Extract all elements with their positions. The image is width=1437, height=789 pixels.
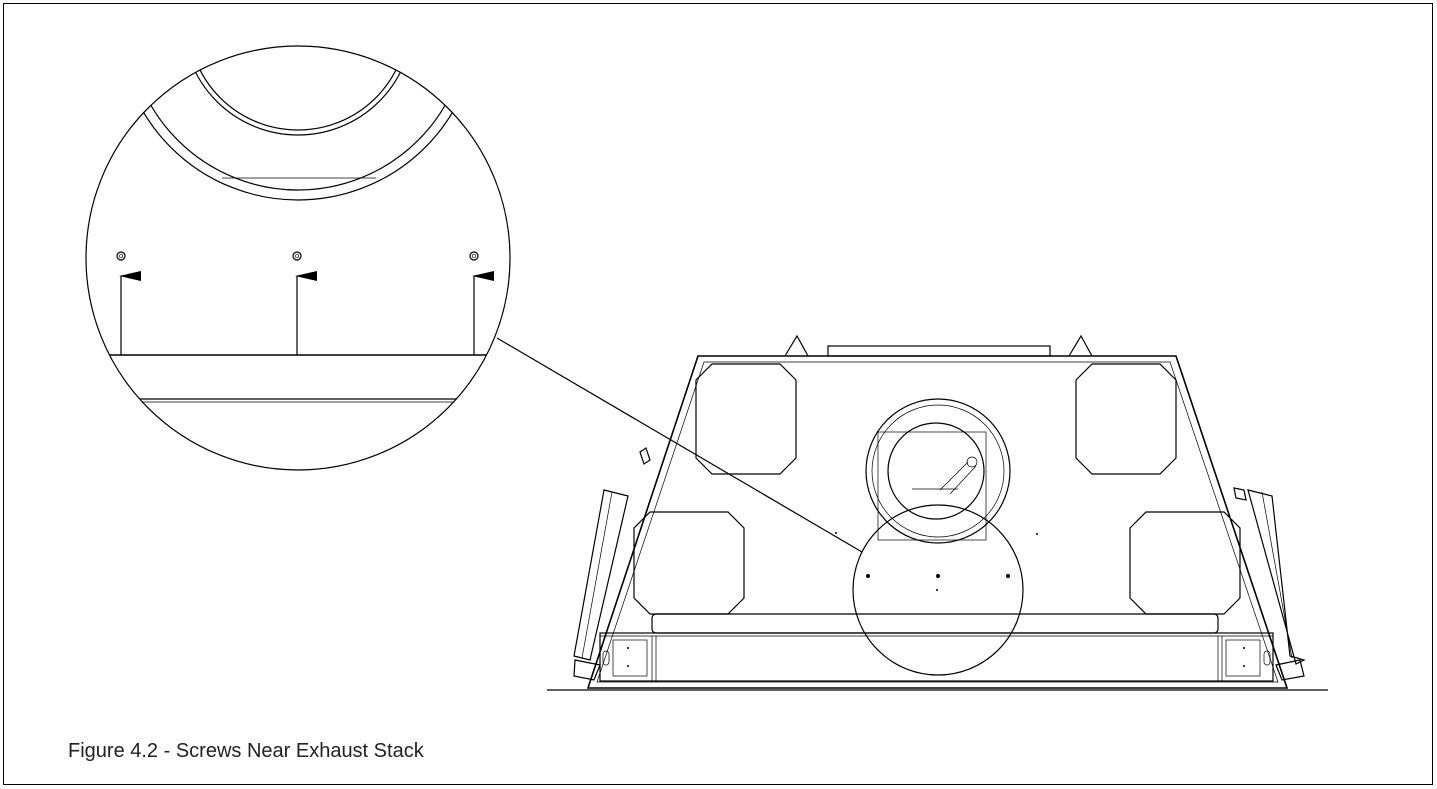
zoom-screw-right: [469, 251, 479, 261]
zoom-screw-left: [116, 251, 126, 261]
callout-leader-line: [496, 337, 863, 553]
figure-frame: [3, 3, 1433, 785]
panel-bottom-left: [633, 511, 745, 615]
left-side-flange: [573, 447, 651, 681]
exhaust-stack: [865, 398, 1011, 544]
top-cap: [784, 334, 1093, 357]
detail-callout-circle: [852, 504, 1024, 676]
zoom-collar-arcs: [117, 46, 479, 201]
stack-screws: [835, 532, 1038, 591]
stove-front-view: [547, 334, 1328, 691]
panel-bottom-right: [1129, 511, 1241, 615]
right-side-flange: [1233, 487, 1306, 681]
panel-top-right: [1075, 363, 1177, 475]
zoom-screw-center: [292, 251, 302, 261]
figure-caption: Figure 4.2 - Screws Near Exhaust Stack: [68, 740, 424, 762]
body-outline: [586, 355, 1289, 689]
base-section: [599, 613, 1274, 682]
panel-top-left: [695, 363, 797, 475]
zoom-detail: [85, 45, 511, 471]
